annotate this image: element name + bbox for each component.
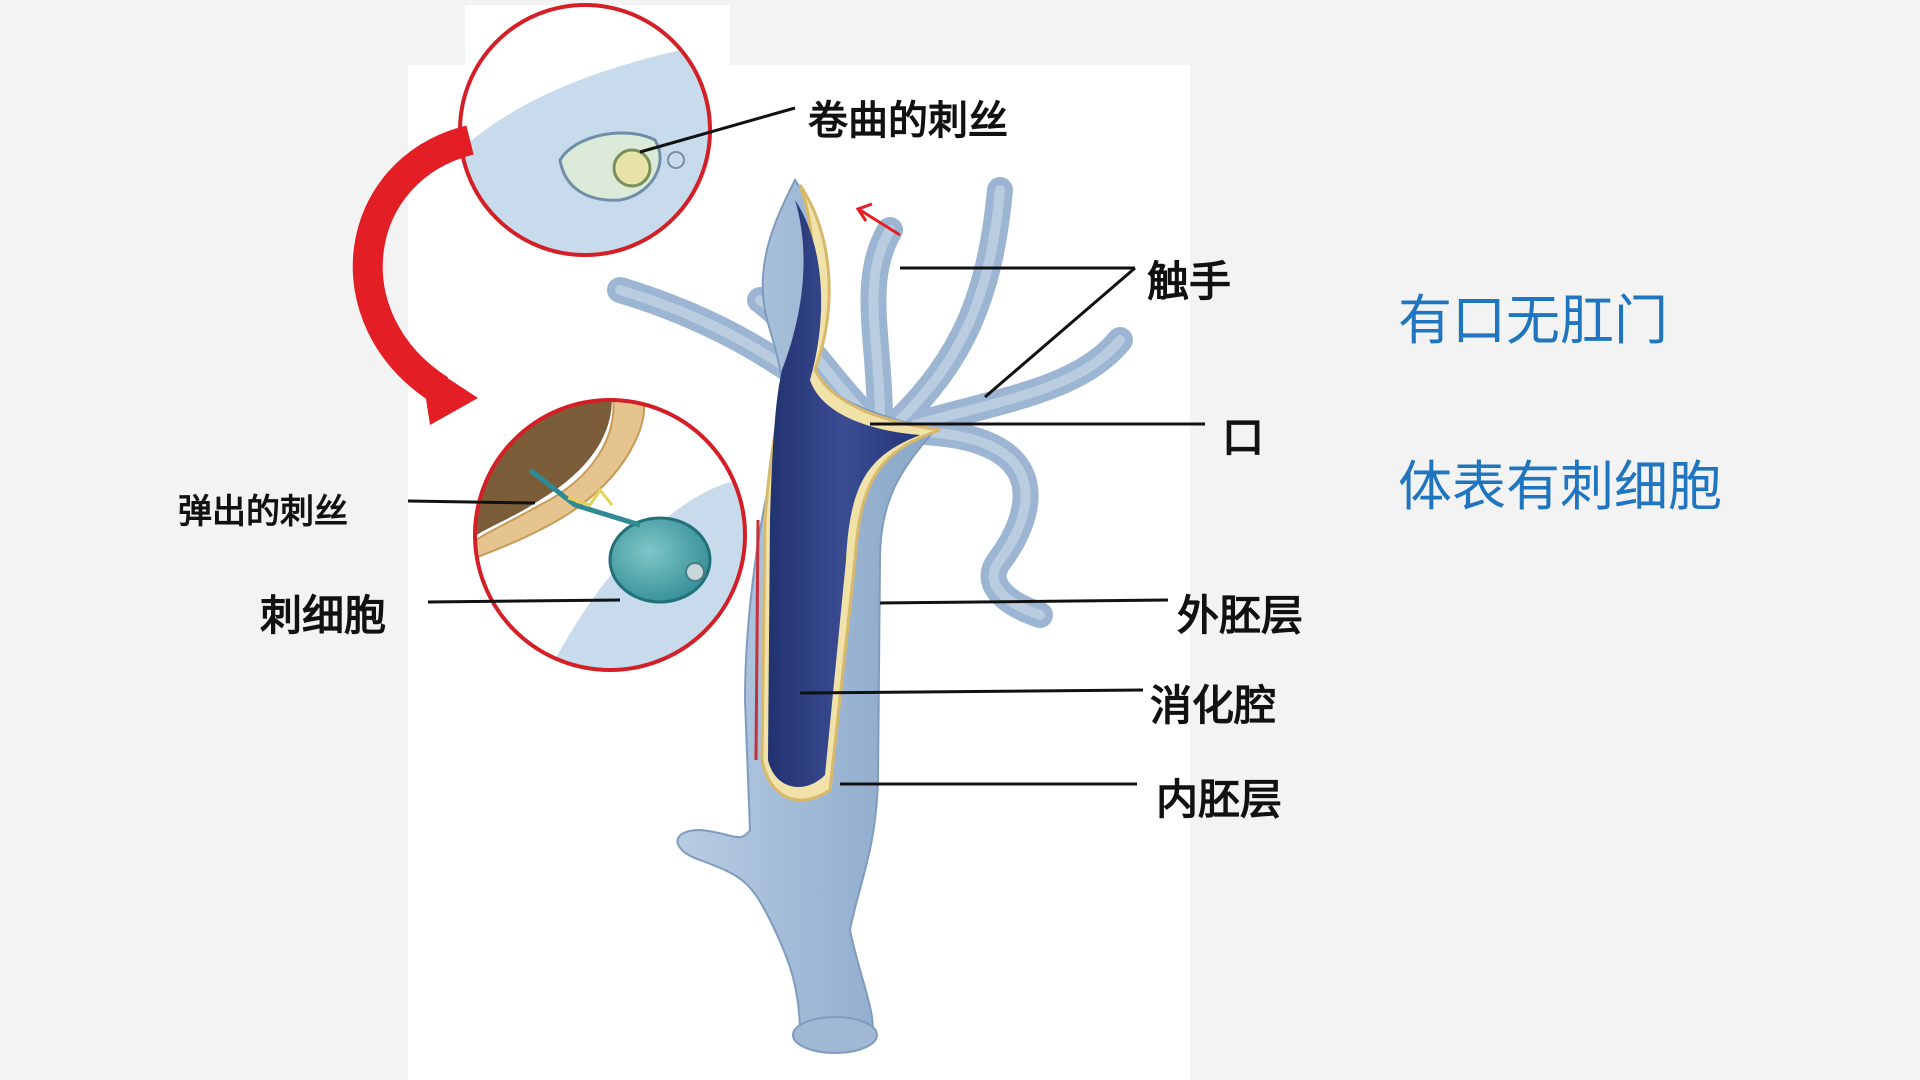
zoom-circle-bottom [473,398,747,672]
label-ectoderm: 外胚层 [1177,591,1304,640]
endoderm-layer [754,519,760,761]
small-red-arrow [855,202,901,237]
basal-disc [792,1016,878,1054]
note-mouth-no-anus: 有口无肛门 [1398,289,1668,352]
label-coiled-thread: 卷曲的刺丝 [808,98,1008,144]
leader-lines [407,106,1205,786]
cavity-shape [768,200,920,787]
zoom-circle-top [458,3,712,257]
label-gastrovascular-cavity: 消化腔 [1150,681,1277,730]
note-surface-cnidocytes: 体表有刺细胞 [1398,455,1722,518]
label-cnidocyte: 刺细胞 [260,591,387,640]
red-curved-arrow [352,125,478,425]
label-tentacles: 触手 [1147,257,1232,306]
label-endoderm: 内胚层 [1156,775,1283,824]
label-discharged-thread: 弹出的刺丝 [178,492,348,532]
label-mouth: 口 [1222,413,1265,462]
